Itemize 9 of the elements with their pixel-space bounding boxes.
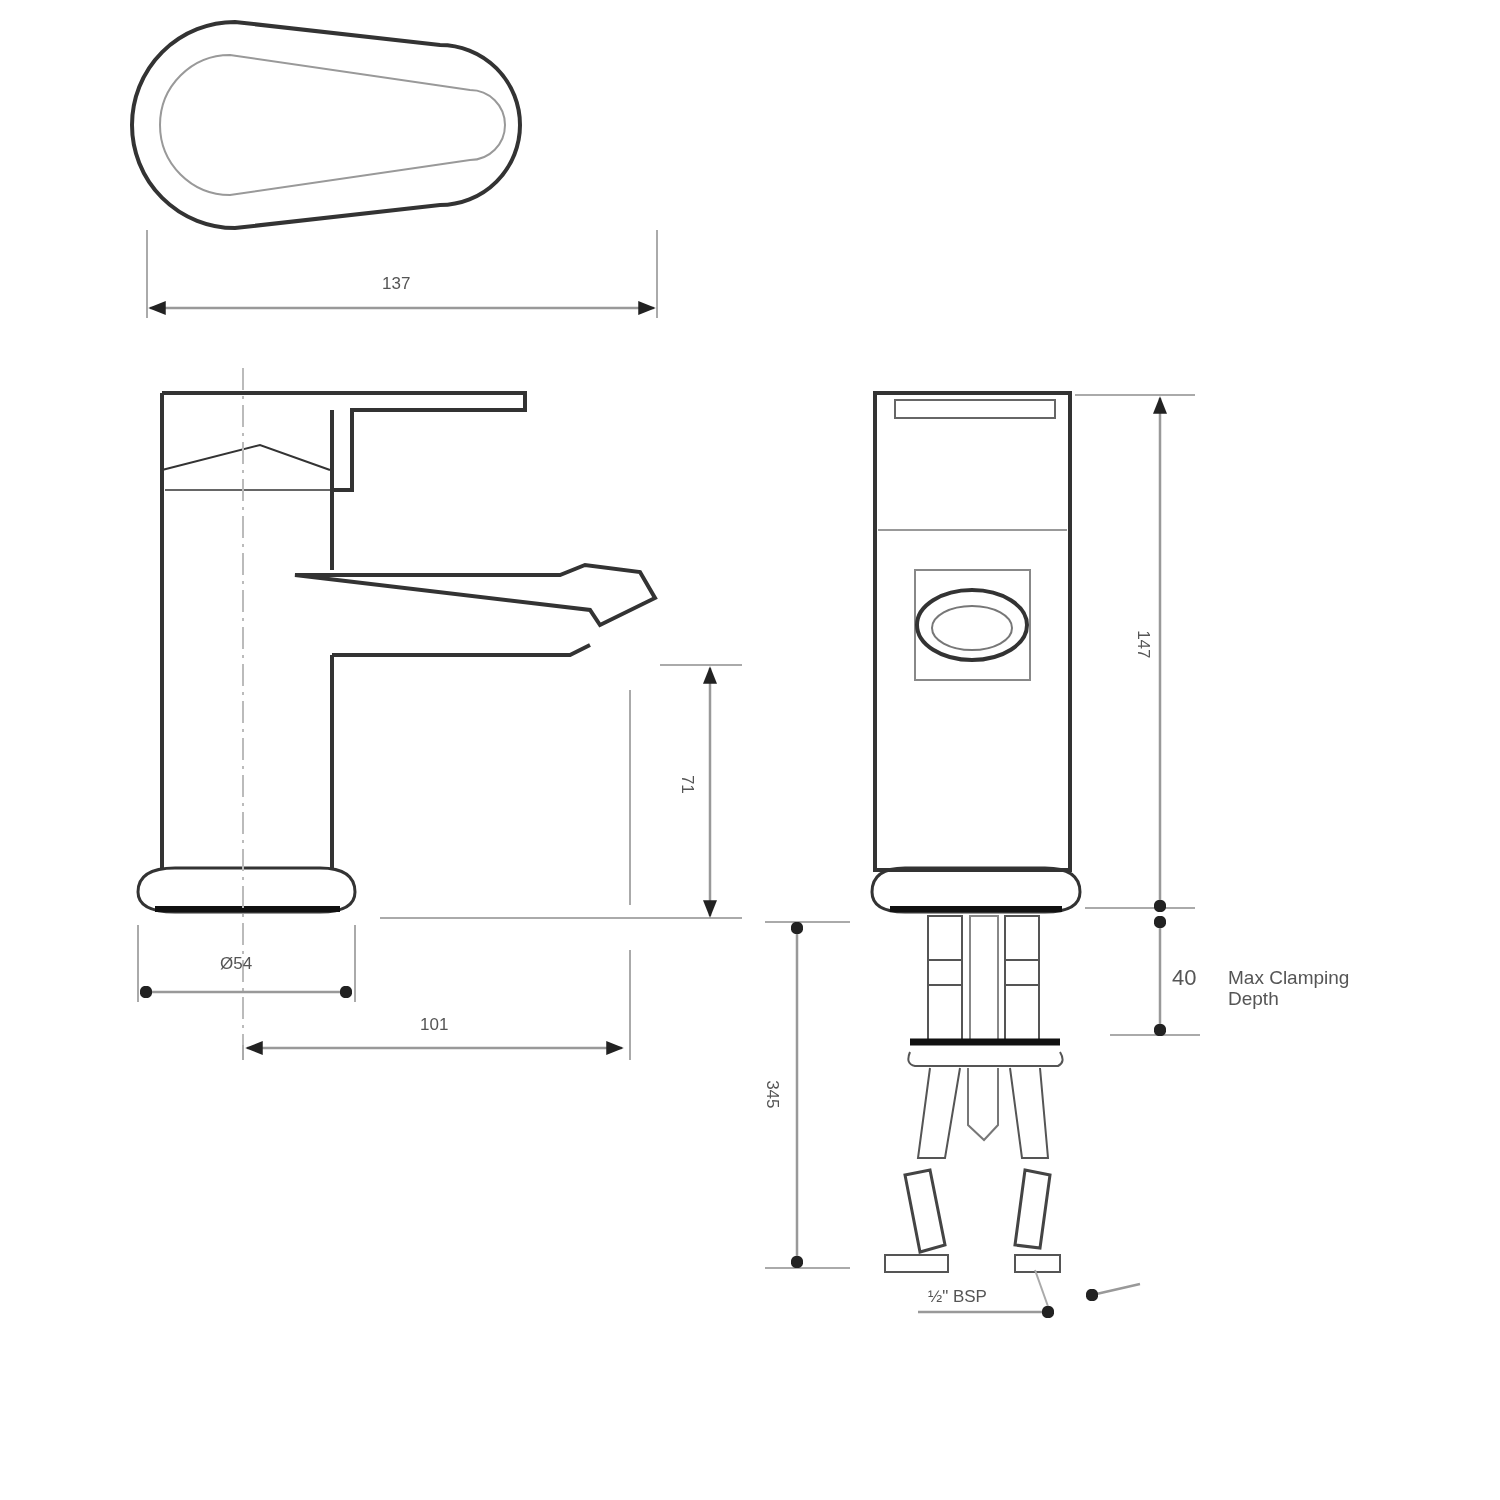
- dimension-label: 345: [761, 1080, 781, 1109]
- dimension-label: 101: [420, 1016, 449, 1035]
- dimension-label: 40: [1172, 966, 1197, 991]
- dimension-label: Ø54: [220, 955, 253, 974]
- dimension-label: 71: [677, 774, 696, 794]
- dimension-label: ½" BSP: [928, 1288, 987, 1307]
- dimension-label: Max Clamping Depth: [1228, 968, 1351, 1010]
- dimension-label: 147: [1132, 630, 1152, 659]
- dimension-label: 137: [382, 275, 411, 294]
